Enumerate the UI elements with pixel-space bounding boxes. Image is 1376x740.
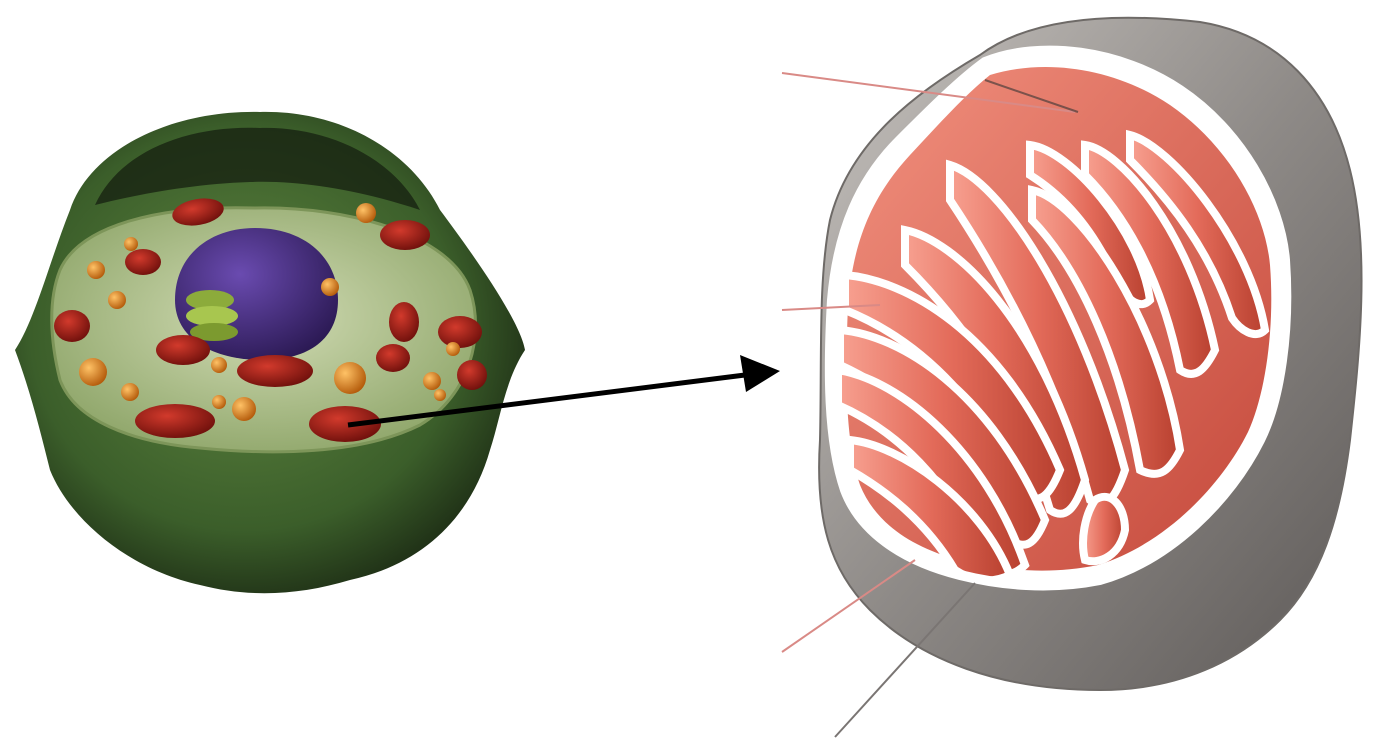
mitochondrion [237,355,313,387]
vesicle [423,372,441,390]
mitochondrion-cutaway [819,18,1361,690]
vesicle [87,261,105,279]
mitochondrion [457,360,487,390]
vesicle [434,389,446,401]
mitochondrion [156,335,210,365]
crista [1083,497,1125,561]
mitochondrion [389,302,419,342]
golgi-body [186,290,238,341]
vesicle [356,203,376,223]
vesicle [211,357,227,373]
vesicle [321,278,339,296]
mitochondrion [438,316,482,348]
vesicle [108,291,126,309]
vesicle [79,358,107,386]
vesicle [446,342,460,356]
cell-illustration [15,112,525,593]
arrowhead-icon [740,355,780,392]
mitochondrion [380,220,430,250]
vesicle [334,362,366,394]
vesicle [232,397,256,421]
mitochondrion [135,404,215,438]
vesicle [124,237,138,251]
vesicle [212,395,226,409]
mitochondrion [54,310,90,342]
vesicle [121,383,139,401]
mitochondrion [376,344,410,372]
mitochondrion [125,249,161,275]
